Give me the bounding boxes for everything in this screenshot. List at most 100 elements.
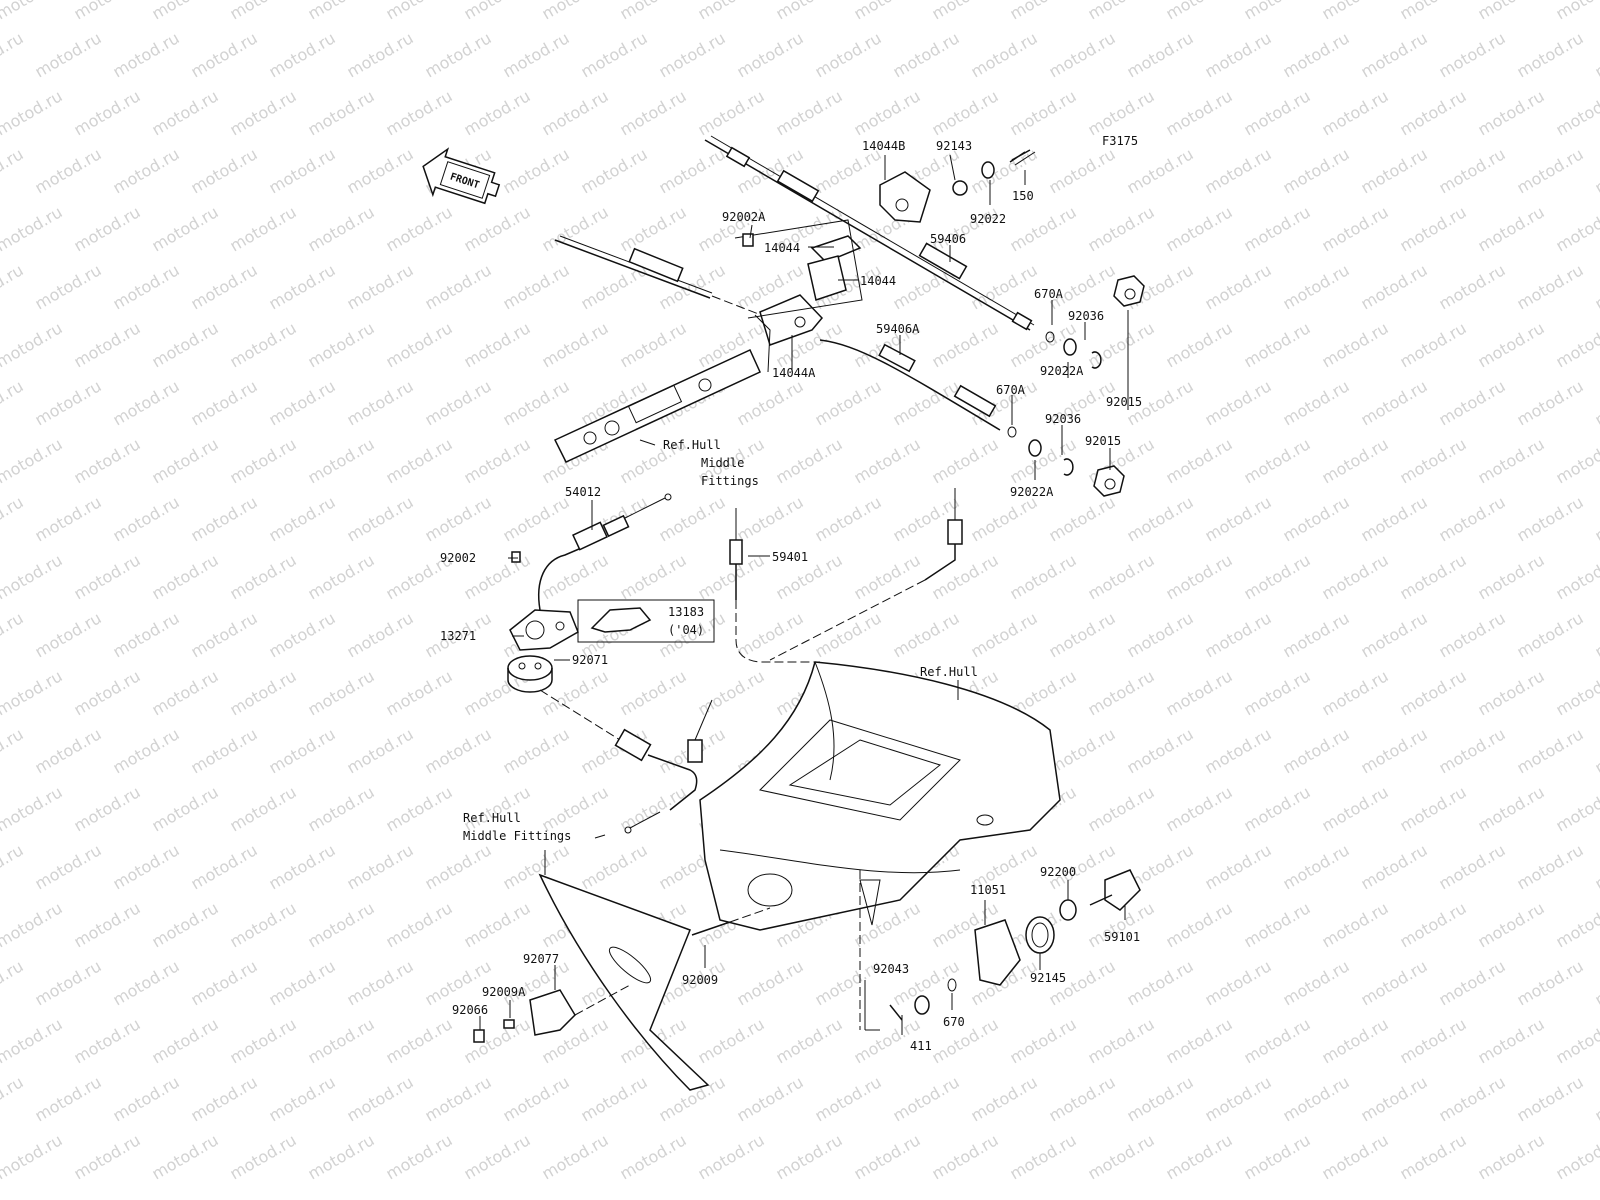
- watermark-text: motod.ru: [1358, 376, 1431, 429]
- part-labels: 14044B 92143 150 92022 92002A 14044 1404…: [440, 139, 1142, 1053]
- watermark-text: motod.ru: [344, 724, 417, 777]
- watermark-text: motod.ru: [851, 86, 924, 139]
- watermark-text: motod.ru: [1358, 492, 1431, 545]
- watermark-text: motod.ru: [773, 434, 846, 487]
- watermark-text: motod.ru: [0, 86, 66, 139]
- watermark-text: motod.ru: [344, 376, 417, 429]
- watermark-text: motod.ru: [0, 1130, 66, 1183]
- label-13183: 13183: [668, 605, 704, 619]
- watermark-text: motod.ru: [1007, 1130, 1080, 1183]
- watermark-text: motod.ru: [305, 550, 378, 603]
- watermark-text: motod.ru: [734, 376, 807, 429]
- watermark-text: motod.ru: [812, 492, 885, 545]
- label-59101: 59101: [1104, 930, 1140, 944]
- watermark-text: motod.ru: [1436, 840, 1509, 893]
- watermark-text: motod.ru: [188, 144, 261, 197]
- watermark-text: motod.ru: [32, 28, 105, 81]
- label-92022A-1: 92022A: [1040, 364, 1084, 378]
- plate-13183-box: [577, 599, 715, 643]
- watermark-text: motod.ru: [227, 1014, 300, 1067]
- watermark-text: motod.ru: [422, 840, 495, 893]
- watermark-text: motod.ru: [305, 0, 378, 23]
- watermark-text: motod.ru: [188, 724, 261, 777]
- watermark-text: motod.ru: [1163, 550, 1236, 603]
- label-92077: 92077: [523, 952, 559, 966]
- watermark-text: motod.ru: [1553, 550, 1600, 603]
- watermark-text: motod.ru: [1514, 1072, 1587, 1125]
- label-92009A: 92009A: [482, 985, 526, 999]
- watermark-text: motod.ru: [110, 956, 183, 1009]
- watermark-text: motod.ru: [32, 144, 105, 197]
- bracket-14044B: [879, 149, 1036, 223]
- watermark-text: motod.ru: [1163, 782, 1236, 835]
- watermark-text: motod.ru: [1241, 782, 1314, 835]
- watermark-text: motod.ru: [1436, 492, 1509, 545]
- watermark-text: motod.ru: [890, 376, 963, 429]
- watermark-text: motod.ru: [1241, 1130, 1314, 1183]
- watermark-text: motod.ru: [0, 434, 66, 487]
- watermark-text: motod.ru: [1553, 202, 1600, 255]
- watermark-text: motod.ru: [266, 260, 339, 313]
- watermark-text: motod.ru: [968, 608, 1041, 661]
- watermark-text: motod.ru: [188, 260, 261, 313]
- watermark-text: motod.ru: [617, 1130, 690, 1183]
- watermark-text: motod.ru: [71, 0, 144, 23]
- watermark-text: motod.ru: [1358, 28, 1431, 81]
- watermark-text: motod.ru: [1592, 840, 1600, 893]
- watermark-text: motod.ru: [188, 492, 261, 545]
- label-14044B: 14044B: [862, 139, 905, 153]
- watermark-text: motod.ru: [110, 376, 183, 429]
- watermark-text: motod.ru: [1202, 28, 1275, 81]
- label-14044A: 14044A: [772, 366, 816, 380]
- watermark-text: motod.ru: [1202, 144, 1275, 197]
- watermark-text: motod.ru: [305, 898, 378, 951]
- watermark-text: motod.ru: [305, 86, 378, 139]
- watermark-text: motod.ru: [0, 492, 27, 545]
- watermark-text: motod.ru: [1397, 550, 1470, 603]
- watermark-text: motod.ru: [110, 28, 183, 81]
- watermark-text: motod.ru: [1085, 0, 1158, 23]
- watermark-text: motod.ru: [851, 434, 924, 487]
- watermark-text: motod.ru: [110, 1072, 183, 1125]
- watermark-text: motod.ru: [695, 1014, 768, 1067]
- watermark-text: motod.ru: [1280, 1072, 1353, 1125]
- watermark-text: motod.ru: [1124, 144, 1197, 197]
- watermark-text: motod.ru: [1436, 608, 1509, 661]
- watermark-text: motod.ru: [656, 144, 729, 197]
- label-92015-2: 92015: [1085, 434, 1121, 448]
- watermark-text: motod.ru: [383, 1014, 456, 1067]
- watermark-text: motod.ru: [1436, 144, 1509, 197]
- watermark-text: motod.ru: [1514, 956, 1587, 1009]
- watermark-text: motod.ru: [71, 434, 144, 487]
- watermark-text: motod.ru: [1124, 28, 1197, 81]
- watermark-text: motod.ru: [1319, 1014, 1392, 1067]
- label-92200: 92200: [1040, 865, 1076, 879]
- watermark-text: motod.ru: [383, 782, 456, 835]
- watermark-text: motod.ru: [149, 666, 222, 719]
- watermark-text: motod.ru: [0, 1014, 66, 1067]
- watermark-text: motod.ru: [1085, 550, 1158, 603]
- watermark-text: motod.ru: [461, 202, 534, 255]
- label-92145: 92145: [1030, 971, 1066, 985]
- label-92022A-2: 92022A: [1010, 485, 1054, 499]
- watermark-text: motod.ru: [1514, 28, 1587, 81]
- watermark-text: motod.ru: [1280, 28, 1353, 81]
- steering-cable-59406A: [819, 339, 1001, 431]
- watermark-text: motod.ru: [1085, 1014, 1158, 1067]
- watermark-text: motod.ru: [1280, 144, 1353, 197]
- watermark-text: motod.ru: [266, 28, 339, 81]
- watermark-text: motod.ru: [929, 318, 1002, 371]
- watermark-text: motod.ru: [1163, 318, 1236, 371]
- watermark-text: motod.ru: [1046, 28, 1119, 81]
- watermark-text: motod.ru: [500, 724, 573, 777]
- watermark-text: motod.ru: [968, 1072, 1041, 1125]
- watermark-text: motod.ru: [1202, 376, 1275, 429]
- side-panel: [538, 873, 710, 1091]
- watermark-text: motod.ru: [1085, 202, 1158, 255]
- watermark-text: motod.ru: [695, 86, 768, 139]
- watermark-text: motod.ru: [71, 86, 144, 139]
- watermark-text: motod.ru: [0, 666, 66, 719]
- bracket-14044A: [734, 219, 863, 346]
- watermark-text: motod.ru: [188, 1072, 261, 1125]
